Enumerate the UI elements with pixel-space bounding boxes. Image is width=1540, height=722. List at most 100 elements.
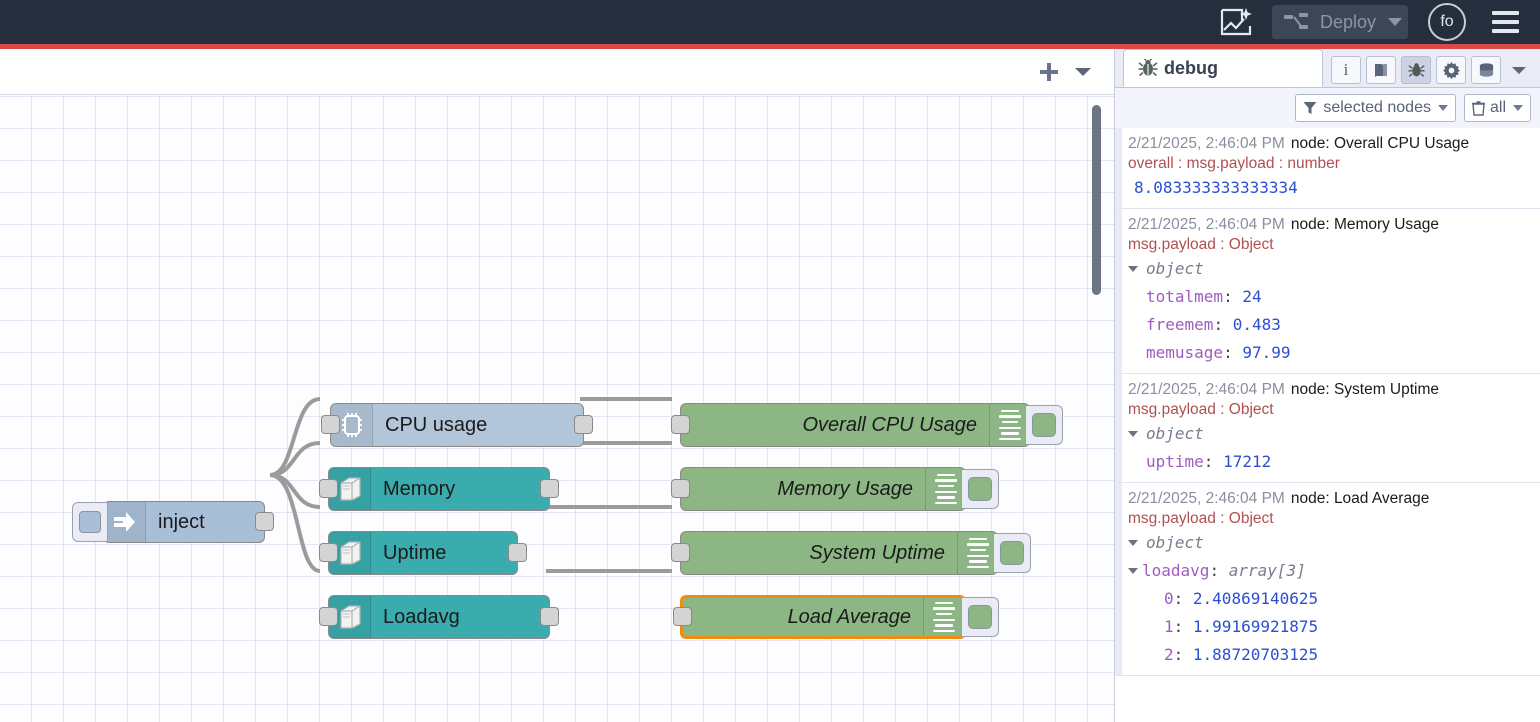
flow-node-loadavg[interactable]: Loadavg bbox=[328, 595, 550, 639]
canvas-vertical-scrollbar[interactable] bbox=[1092, 105, 1101, 295]
collapse-triangle-icon[interactable] bbox=[1128, 568, 1138, 574]
debug-clear-label: all bbox=[1490, 99, 1506, 117]
debug-object-root[interactable]: object bbox=[1128, 529, 1537, 557]
debug-object-root[interactable]: object bbox=[1128, 420, 1537, 448]
flow-node-debug-load-average[interactable]: Load Average bbox=[680, 595, 966, 639]
node-output-port[interactable] bbox=[255, 512, 274, 531]
node-input-port[interactable] bbox=[319, 543, 338, 562]
debug-timestamp: 2/21/2025, 2:46:04 PM bbox=[1128, 135, 1285, 152]
debug-source-node: node: Overall CPU Usage bbox=[1291, 135, 1469, 152]
collapse-triangle-icon[interactable] bbox=[1128, 540, 1138, 546]
sidebar-tab-row: debug i bbox=[1115, 49, 1540, 88]
gear-icon[interactable] bbox=[1436, 56, 1466, 84]
node-input-port[interactable] bbox=[671, 415, 690, 434]
debug-array-type: array[3] bbox=[1229, 561, 1306, 580]
stack-icon[interactable] bbox=[1471, 56, 1501, 84]
debug-filter-button[interactable]: selected nodes bbox=[1295, 94, 1456, 122]
collapse-triangle-icon[interactable] bbox=[1128, 266, 1138, 272]
inject-trigger-button[interactable] bbox=[72, 502, 108, 542]
debug-array-value: 1.99169921875 bbox=[1193, 617, 1318, 636]
node-input-port[interactable] bbox=[673, 607, 692, 626]
tab-debug[interactable]: debug bbox=[1123, 49, 1323, 87]
chevron-down-icon bbox=[1438, 105, 1448, 111]
flow-node-debug-overall-cpu-usage[interactable]: Overall CPU Usage bbox=[680, 403, 1030, 447]
node-input-port[interactable] bbox=[671, 479, 690, 498]
node-label: CPU usage bbox=[373, 414, 583, 437]
node-output-port[interactable] bbox=[540, 607, 559, 626]
flow-assist-sparkle-icon[interactable] bbox=[1216, 2, 1256, 42]
avatar[interactable]: fo bbox=[1428, 3, 1466, 41]
node-input-port[interactable] bbox=[319, 479, 338, 498]
flow-node-debug-system-uptime[interactable]: System Uptime bbox=[680, 531, 998, 575]
flow-canvas[interactable]: inject CPU usage bbox=[0, 95, 1114, 722]
info-icon[interactable]: i bbox=[1331, 56, 1361, 84]
debug-toggle-button[interactable] bbox=[961, 469, 999, 509]
plus-icon[interactable] bbox=[1032, 55, 1066, 89]
debug-topic: msg.payload : Object bbox=[1128, 400, 1537, 420]
debug-filter-label: selected nodes bbox=[1323, 99, 1431, 117]
chevron-down-icon[interactable] bbox=[1506, 56, 1532, 84]
help-book-icon[interactable] bbox=[1366, 56, 1396, 84]
debug-array-value: 2.40869140625 bbox=[1193, 589, 1318, 608]
debug-message-header: 2/21/2025, 2:46:04 PMnode: System Uptime bbox=[1128, 379, 1537, 400]
node-label: Uptime bbox=[371, 542, 517, 565]
debug-property-key: uptime bbox=[1146, 452, 1204, 471]
node-input-port[interactable] bbox=[319, 607, 338, 626]
debug-topic: msg.payload : Object bbox=[1128, 235, 1537, 255]
chevron-down-icon[interactable] bbox=[1066, 55, 1100, 89]
debug-object-root[interactable]: object bbox=[1128, 255, 1537, 283]
node-label: Overall CPU Usage bbox=[681, 414, 989, 437]
node-output-port[interactable] bbox=[574, 415, 593, 434]
debug-lines-icon bbox=[989, 404, 1029, 446]
debug-message[interactable]: 2/21/2025, 2:46:04 PMnode: System Uptime… bbox=[1115, 374, 1540, 483]
node-output-port[interactable] bbox=[540, 479, 559, 498]
debug-toggle-button[interactable] bbox=[1025, 405, 1063, 445]
debug-array-item: 0: 2.40869140625 bbox=[1128, 585, 1537, 613]
deploy-button[interactable]: Deploy bbox=[1272, 5, 1408, 39]
node-label: Loadavg bbox=[371, 606, 549, 629]
sidebar-tab-buttons: i bbox=[1331, 56, 1532, 84]
debug-lines-icon bbox=[923, 598, 963, 636]
flow-node-debug-memory-usage[interactable]: Memory Usage bbox=[680, 467, 966, 511]
flow-tab-bar bbox=[0, 49, 1114, 95]
tab-debug-label: debug bbox=[1164, 58, 1218, 79]
debug-array-root[interactable]: loadavg: array[3] bbox=[1128, 557, 1537, 585]
debug-message[interactable]: 2/21/2025, 2:46:04 PMnode: Load Average … bbox=[1115, 483, 1540, 676]
debug-lines-icon bbox=[957, 532, 997, 574]
avatar-initials: fo bbox=[1440, 13, 1453, 31]
debug-toggle-button[interactable] bbox=[961, 597, 999, 637]
node-output-port[interactable] bbox=[508, 543, 527, 562]
arrow-right-icon bbox=[104, 502, 146, 542]
debug-message[interactable]: 2/21/2025, 2:46:04 PM node: Overall CPU U… bbox=[1115, 128, 1540, 209]
debug-toggle-button[interactable] bbox=[993, 533, 1031, 573]
flow-node-cpu-usage[interactable]: CPU usage bbox=[330, 403, 584, 447]
debug-message-header: 2/21/2025, 2:46:04 PMnode: Memory Usage bbox=[1128, 214, 1537, 235]
debug-timestamp: 2/21/2025, 2:46:04 PM bbox=[1128, 381, 1285, 398]
flow-node-uptime[interactable]: Uptime bbox=[328, 531, 518, 575]
bug-icon[interactable] bbox=[1401, 56, 1431, 84]
debug-array-index: 2 bbox=[1164, 645, 1174, 664]
collapse-triangle-icon[interactable] bbox=[1128, 431, 1138, 437]
debug-value: 8.083333333333334 bbox=[1128, 174, 1537, 202]
flow-workspace: inject CPU usage bbox=[0, 49, 1114, 722]
node-input-port[interactable] bbox=[671, 543, 690, 562]
debug-array-item: 2: 1.88720703125 bbox=[1128, 641, 1537, 669]
debug-clear-button[interactable]: all bbox=[1464, 94, 1531, 122]
node-label: System Uptime bbox=[681, 542, 957, 565]
debug-property-value: 0.483 bbox=[1233, 315, 1281, 334]
debug-array-value: 1.88720703125 bbox=[1193, 645, 1318, 664]
chevron-down-icon[interactable] bbox=[1388, 18, 1402, 26]
hamburger-menu-icon[interactable] bbox=[1488, 5, 1522, 39]
node-input-port[interactable] bbox=[321, 415, 340, 434]
debug-object-property: freemem: 0.483 bbox=[1128, 311, 1537, 339]
flow-node-memory[interactable]: Memory bbox=[328, 467, 550, 511]
deploy-icon bbox=[1284, 12, 1310, 32]
debug-object-label: object bbox=[1142, 533, 1204, 552]
debug-message[interactable]: 2/21/2025, 2:46:04 PMnode: Memory Usage … bbox=[1115, 209, 1540, 374]
flow-node-inject[interactable]: inject bbox=[103, 501, 265, 543]
node-label: Memory Usage bbox=[681, 478, 925, 501]
chevron-down-icon bbox=[1513, 105, 1523, 111]
node-label: Load Average bbox=[683, 606, 923, 629]
debug-array-item: 1: 1.99169921875 bbox=[1128, 613, 1537, 641]
debug-message-list[interactable]: 2/21/2025, 2:46:04 PM node: Overall CPU U… bbox=[1115, 128, 1540, 722]
